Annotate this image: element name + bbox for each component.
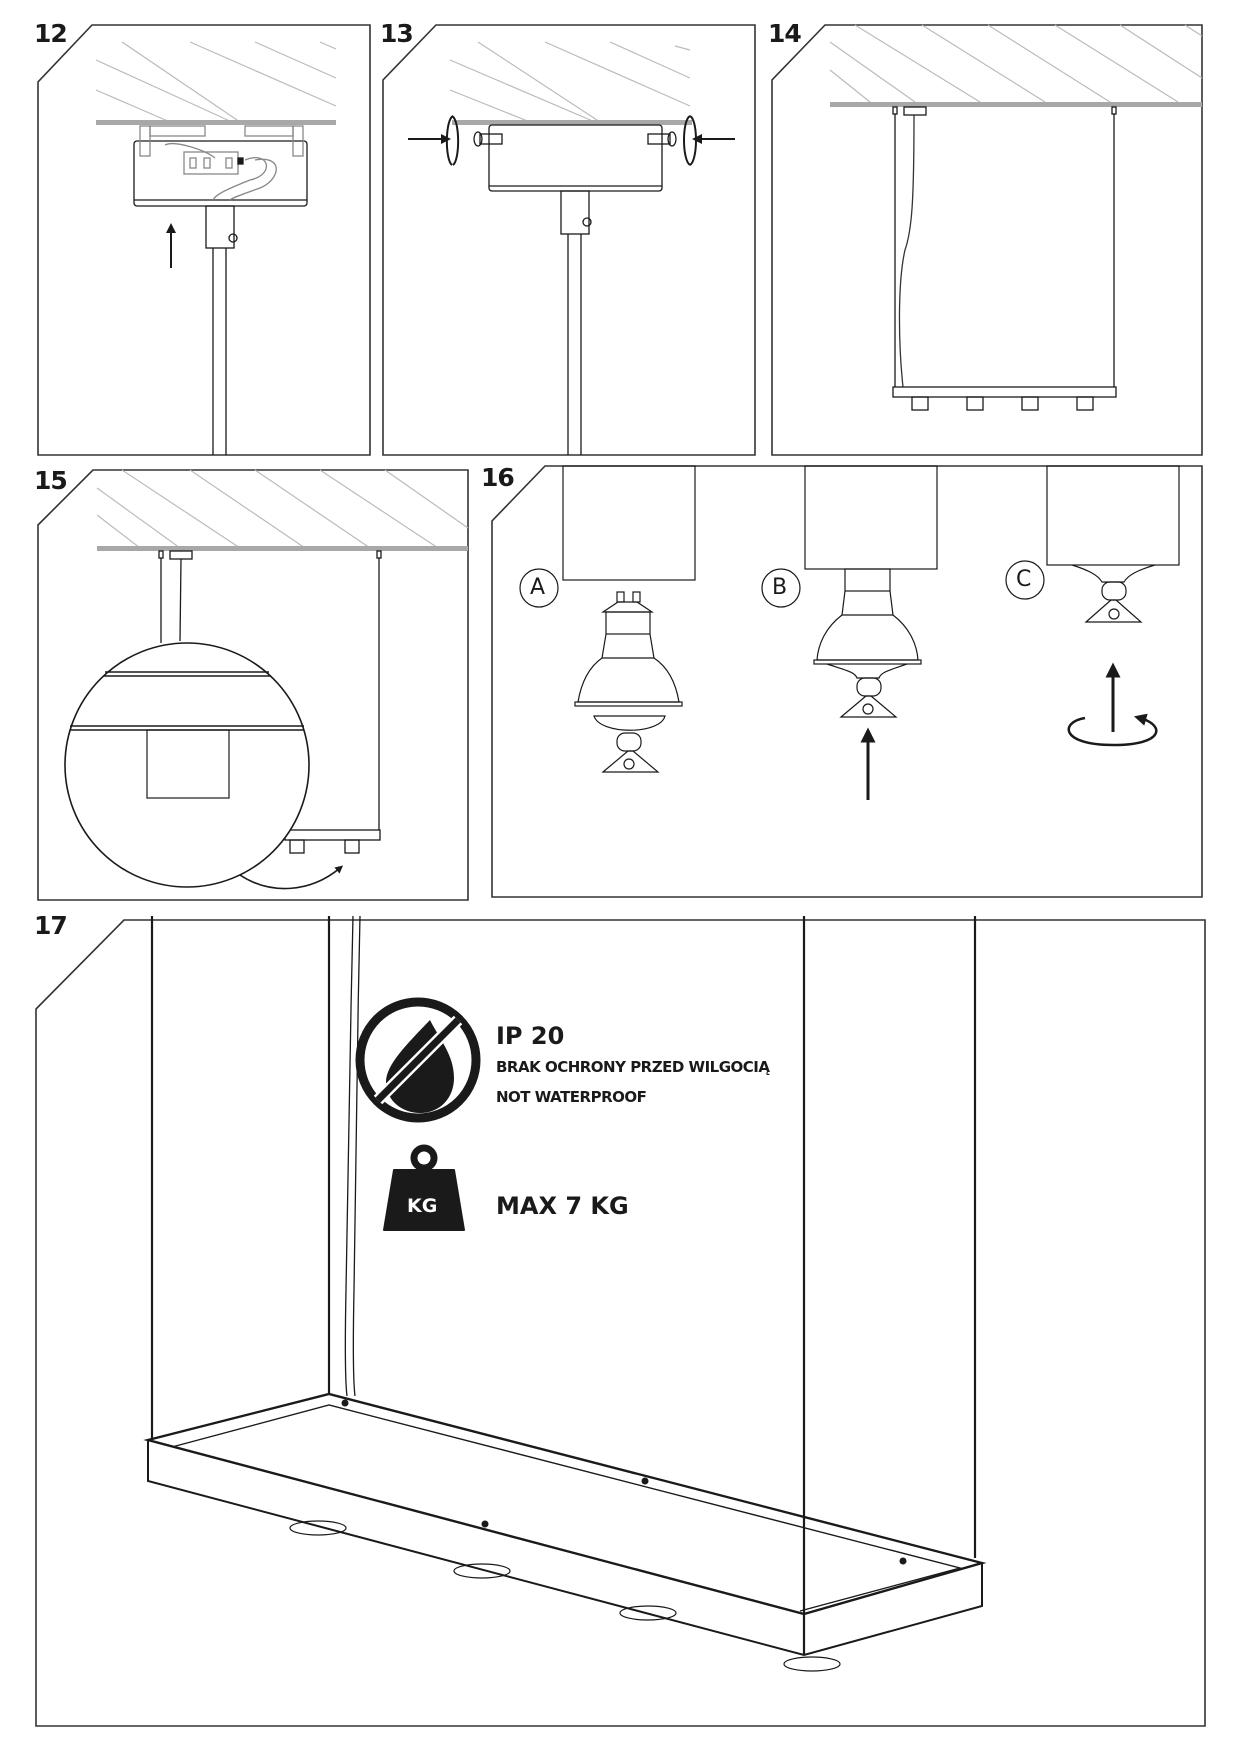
ceiling-hatch — [96, 469, 469, 549]
panel-step-15 — [37, 469, 469, 901]
panel-step-17 — [35, 915, 1206, 1727]
step-number-13: 13 — [380, 19, 414, 48]
ip-rating-text-en: NOT WATERPROOF — [496, 1088, 647, 1106]
substep-c — [1005, 465, 1180, 623]
ceiling-hatch — [829, 24, 1203, 103]
step-number-15: 15 — [34, 466, 68, 495]
ceiling-canopy — [133, 125, 308, 207]
rotate-arrow-right-icon — [683, 115, 691, 166]
substep-label-a: A — [530, 575, 546, 600]
panel-frame — [37, 24, 371, 456]
weight-icon-label: KG — [407, 1195, 438, 1217]
ip-rating-text-pl: BRAK OCHRONY PRZED WILGOCIĄ — [496, 1058, 770, 1076]
panel-frame — [37, 469, 469, 901]
panel-step-16 — [491, 465, 1203, 898]
ceiling-hatch — [449, 41, 691, 123]
substep-b — [761, 465, 938, 718]
weight-kg-icon — [383, 1144, 465, 1231]
panel-frame — [382, 24, 756, 456]
ceiling-canopy — [473, 124, 677, 455]
ceiling-band — [452, 120, 692, 125]
panel-frame — [35, 919, 1206, 1727]
panel-step-13 — [382, 24, 756, 456]
panel-frame — [491, 465, 1203, 898]
step-number-17: 17 — [34, 911, 68, 940]
substep-a — [519, 465, 696, 773]
max-weight-text: MAX 7 KG — [496, 1192, 629, 1220]
substep-label-b: B — [772, 575, 788, 600]
ip-rating-title: IP 20 — [496, 1022, 565, 1050]
ceiling-band — [830, 102, 1202, 107]
panel-frame — [771, 24, 1203, 456]
lamp-body — [143, 1392, 987, 1672]
step-number-14: 14 — [768, 19, 802, 48]
panel-step-12 — [37, 24, 371, 456]
ceiling-band — [97, 546, 468, 551]
panel-step-14 — [771, 24, 1203, 456]
ceiling-hatch — [95, 41, 337, 123]
substep-label-c: C — [1016, 567, 1032, 592]
rotate-arrow-left-icon — [445, 115, 454, 166]
hanging-lamp — [158, 550, 382, 854]
suspension-cables — [150, 916, 977, 1654]
no-water-drop-icon — [355, 997, 481, 1123]
rotate-arrow-icon — [1067, 713, 1158, 747]
step-number-12: 12 — [34, 19, 68, 48]
hanging-lamp — [892, 106, 1117, 411]
magnifier-detail-circle — [64, 642, 310, 888]
step-number-16: 16 — [481, 463, 515, 492]
lamp-stem — [205, 205, 238, 455]
power-cable — [344, 915, 361, 1397]
ceiling-band — [96, 120, 336, 125]
curved-arrow-icon — [239, 865, 344, 890]
